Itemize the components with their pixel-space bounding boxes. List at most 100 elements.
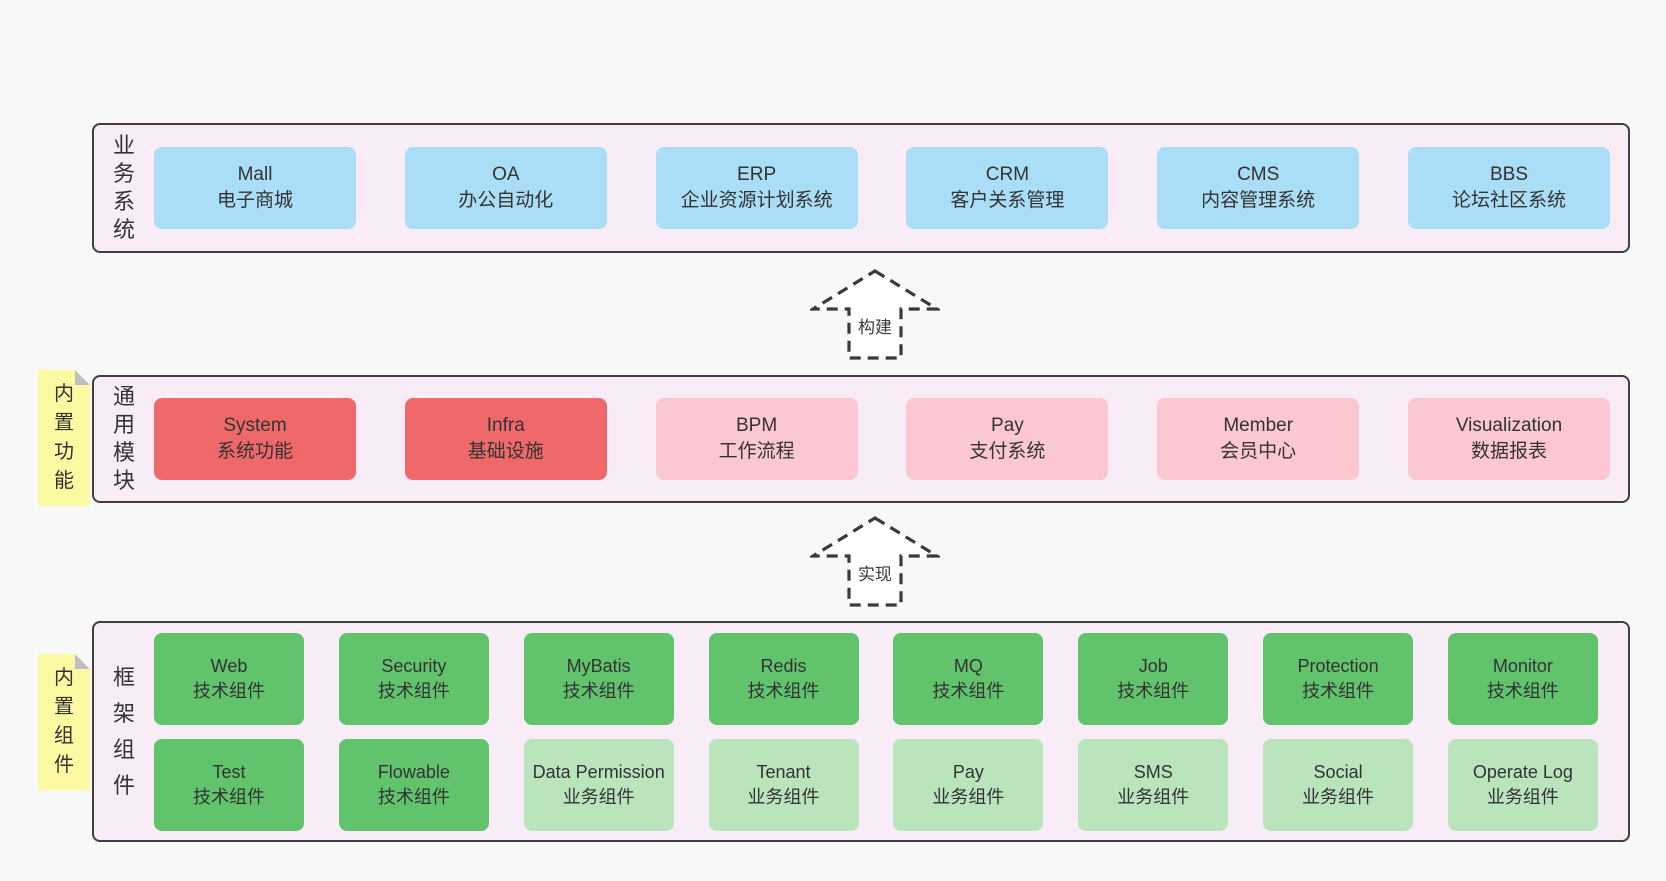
box-pay-biz: Pay 业务组件 <box>893 738 1044 831</box>
box-erp: ERP 企业资源计划系统 <box>655 147 858 229</box>
arrow-build-label: 构建 <box>854 312 896 339</box>
box-name: Tenant <box>756 761 811 782</box>
box-desc: 业务组件 <box>562 786 635 807</box>
box-desc: 基础设施 <box>467 441 544 462</box>
box-desc: 技术组件 <box>377 786 450 807</box>
box-flowable: Flowable 技术组件 <box>338 738 489 831</box>
box-name: Mall <box>237 164 273 185</box>
box-mq: MQ 技术组件 <box>893 632 1044 725</box>
box-name: MyBatis <box>566 655 631 676</box>
band-business-vertical-label: 业务系统 <box>94 125 154 251</box>
box-name: Member <box>1223 415 1294 436</box>
box-name: CRM <box>985 164 1030 185</box>
band-modules-label-text: 通用模块 <box>112 384 135 493</box>
module-boxes: System 系统功能 Infra 基础设施 BPM 工作流程 Pay 支付系统… <box>154 377 1628 501</box>
box-monitor: Monitor 技术组件 <box>1447 632 1598 725</box>
box-protection: Protection 技术组件 <box>1263 632 1414 725</box>
box-desc: 数据报表 <box>1470 441 1547 462</box>
box-web: Web 技术组件 <box>154 632 304 725</box>
box-name: Data Permission <box>532 761 665 782</box>
sticky-built-in-features: 内置功能 <box>38 370 90 506</box>
box-name: Protection <box>1297 655 1379 676</box>
box-name: Redis <box>760 655 807 676</box>
box-name: ERP <box>737 164 777 185</box>
box-bbs: BBS 论坛社区系统 <box>1407 147 1610 229</box>
box-name: Pay <box>991 415 1024 436</box>
box-tenant: Tenant 业务组件 <box>708 738 859 831</box>
box-name: CMS <box>1237 164 1280 185</box>
box-pay: Pay 支付系统 <box>906 398 1109 480</box>
box-name: Job <box>1138 655 1168 676</box>
box-name: Test <box>212 761 246 782</box>
box-oa: OA 办公自动化 <box>404 147 607 229</box>
arrow-implement-label: 实现 <box>854 559 896 586</box>
box-desc: 系统功能 <box>216 441 293 462</box>
box-security: Security 技术组件 <box>338 632 489 725</box>
box-desc: 业务组件 <box>1117 786 1190 807</box>
box-desc: 技术组件 <box>1486 680 1559 701</box>
box-test: Test 技术组件 <box>154 738 304 831</box>
box-name: Visualization <box>1455 415 1563 436</box>
box-name: Social <box>1313 761 1363 782</box>
box-name: SMS <box>1133 761 1173 782</box>
sticky-built-in-components: 内置组件 <box>38 654 90 790</box>
band-framework-components: 框架组件 Web 技术组件 Security 技术组件 MyBatis 技术组件… <box>92 621 1630 842</box>
box-desc: 业务组件 <box>1302 786 1375 807</box>
box-desc: 论坛社区系统 <box>1451 190 1566 211</box>
arrow-build: 构建 <box>810 268 940 362</box>
box-name: BPM <box>736 415 778 436</box>
box-bpm: BPM 工作流程 <box>655 398 858 480</box>
box-desc: 业务组件 <box>1486 786 1559 807</box>
box-infra: Infra 基础设施 <box>404 398 607 480</box>
box-mybatis: MyBatis 技术组件 <box>523 632 674 725</box>
box-name: Web <box>210 655 248 676</box>
box-desc: 工作流程 <box>718 441 795 462</box>
box-desc: 技术组件 <box>1117 680 1190 701</box>
box-name: System <box>223 415 287 436</box>
box-name: MQ <box>953 655 983 676</box>
box-desc: 支付系统 <box>969 441 1046 462</box>
box-desc: 办公自动化 <box>458 190 554 211</box>
arrow-implement: 实现 <box>810 515 940 609</box>
box-desc: 技术组件 <box>193 680 265 701</box>
box-mall: Mall 电子商城 <box>154 147 356 229</box>
band-common-modules: 通用模块 System 系统功能 Infra 基础设施 BPM 工作流程 Pay… <box>92 375 1630 503</box>
box-data-permission: Data Permission 业务组件 <box>523 738 674 831</box>
box-desc: 会员中心 <box>1220 441 1297 462</box>
box-desc: 电子商城 <box>216 190 293 211</box>
box-desc: 客户关系管理 <box>950 190 1065 211</box>
sticky-built-in-components-text: 内置组件 <box>54 667 74 776</box>
box-name: Infra <box>486 415 525 436</box>
band-modules-vertical-label: 通用模块 <box>94 377 154 501</box>
box-name: Flowable <box>377 761 450 782</box>
box-member: Member 会员中心 <box>1157 398 1360 480</box>
box-name: Monitor <box>1492 655 1553 676</box>
box-name: Pay <box>952 761 984 782</box>
box-name: BBS <box>1489 164 1528 185</box>
box-name: Operate Log <box>1472 761 1573 782</box>
box-social: Social 业务组件 <box>1263 738 1414 831</box>
business-boxes: Mall 电子商城 OA 办公自动化 ERP 企业资源计划系统 CRM 客户关系… <box>154 125 1628 251</box>
band-components-vertical-label: 框架组件 <box>94 623 154 840</box>
box-desc: 技术组件 <box>747 680 820 701</box>
band-components-label-text: 框架组件 <box>112 664 135 798</box>
box-crm: CRM 客户关系管理 <box>906 147 1109 229</box>
box-desc: 技术组件 <box>377 680 450 701</box>
box-operate-log: Operate Log 业务组件 <box>1447 738 1598 831</box>
box-cms: CMS 内容管理系统 <box>1157 147 1360 229</box>
box-desc: 内容管理系统 <box>1201 190 1316 211</box>
box-redis: Redis 技术组件 <box>708 632 859 725</box>
sticky-built-in-features-text: 内置功能 <box>54 383 74 492</box>
box-desc: 技术组件 <box>562 680 635 701</box>
box-name: Security <box>381 655 447 676</box>
box-desc: 技术组件 <box>932 680 1005 701</box>
component-row-1: Web 技术组件 Security 技术组件 MyBatis 技术组件 Redi… <box>154 632 1598 725</box>
box-desc: 企业资源计划系统 <box>680 190 833 211</box>
component-rows: Web 技术组件 Security 技术组件 MyBatis 技术组件 Redi… <box>154 623 1628 840</box>
box-desc: 技术组件 <box>1302 680 1375 701</box>
box-sms: SMS 业务组件 <box>1078 738 1229 831</box>
box-name: OA <box>492 164 520 185</box>
component-row-2: Test 技术组件 Flowable 技术组件 Data Permission … <box>154 738 1598 831</box>
box-desc: 业务组件 <box>932 786 1005 807</box>
